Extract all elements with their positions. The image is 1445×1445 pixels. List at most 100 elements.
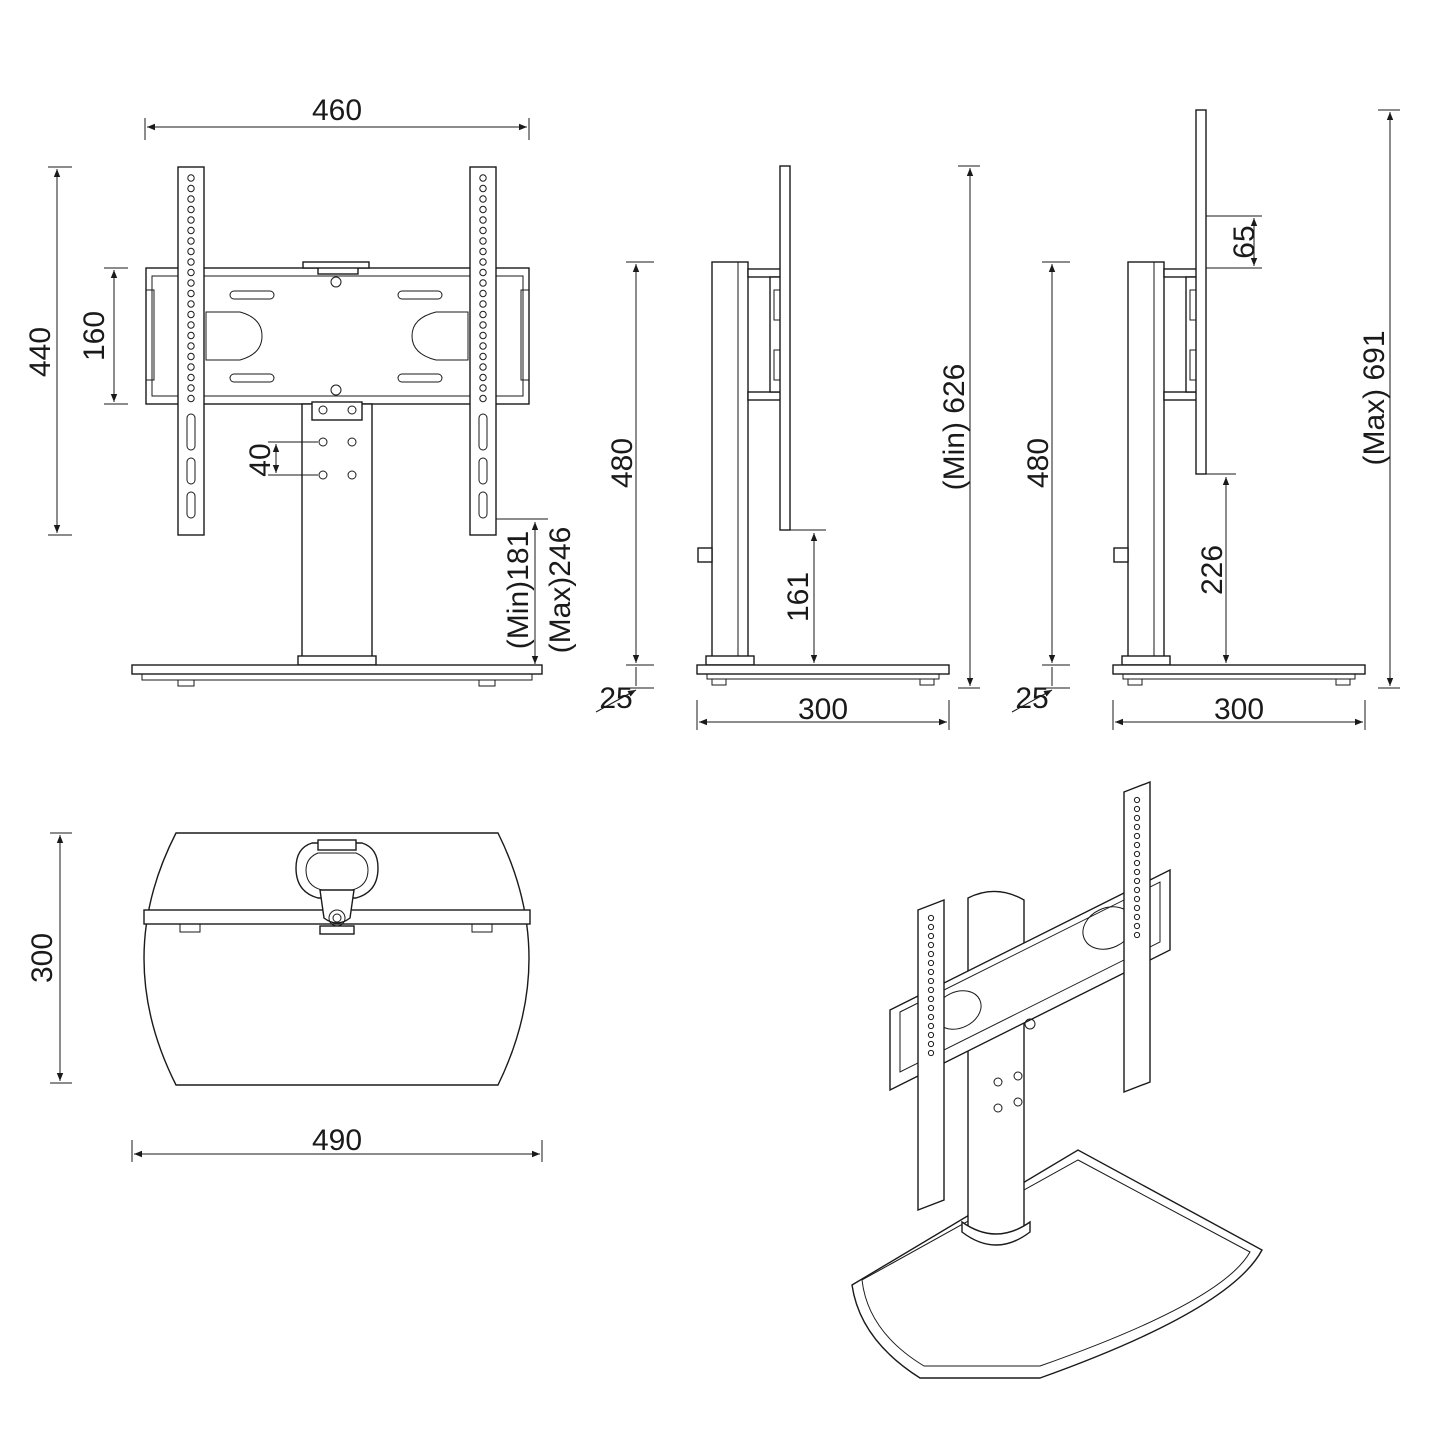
arm-hole — [479, 174, 487, 182]
arm-hole — [479, 216, 487, 224]
side-base — [696, 664, 950, 675]
arm-hole — [187, 184, 195, 193]
front-view: 460 440 160 — [24, 94, 577, 687]
arm-hole — [479, 384, 487, 392]
arm-hole — [927, 1040, 935, 1048]
arm-hole — [927, 1022, 935, 1030]
arm-hole — [927, 986, 935, 994]
arm-hole — [187, 363, 195, 371]
arm-hole — [479, 237, 487, 245]
dim-bracket-160: 160 — [78, 311, 111, 361]
side-pole-max — [1127, 261, 1165, 665]
top-view: 300 490 — [26, 832, 543, 1162]
dim-min-181: (Min)181 — [502, 531, 535, 649]
dim-total-min-626: (Min) 626 — [938, 364, 971, 491]
arm-hole — [187, 289, 195, 298]
dim-pole-480-max: 480 — [1022, 438, 1055, 488]
arm-hole — [1133, 868, 1141, 876]
tv-plate-min — [779, 165, 791, 531]
arm-hole — [1133, 796, 1141, 804]
arm-hole — [479, 342, 487, 350]
base-top-outline — [143, 832, 530, 1086]
side-view-max: 480 25 65 226 (Max — [1011, 109, 1400, 730]
arm-hole — [1133, 931, 1141, 939]
dim-base-25-max: 25 — [1015, 682, 1048, 715]
arm-hole — [927, 914, 935, 922]
arm-hole — [187, 321, 195, 329]
arm-hole — [479, 289, 487, 298]
arm-hole — [187, 352, 195, 361]
arm-hole — [187, 258, 195, 266]
dim-top-300: 300 — [26, 933, 59, 983]
arm-hole — [479, 373, 487, 382]
arm-hole — [927, 968, 935, 976]
dim-max-246: (Max)246 — [544, 527, 577, 654]
arm-hole — [927, 941, 935, 949]
right-vertical-arm — [469, 166, 497, 536]
arm-hole — [1133, 832, 1141, 840]
arm-hole — [479, 268, 487, 277]
side-base-max — [1112, 664, 1366, 675]
side-view-min: 480 25 161 (Min) 626 — [595, 165, 980, 730]
dim-height-440: 440 — [24, 327, 57, 377]
arm-hole — [187, 205, 195, 214]
arm-hole — [927, 932, 935, 940]
arm-hole — [479, 394, 487, 403]
arm-hole — [1133, 877, 1141, 885]
left-vertical-arm — [177, 166, 205, 536]
arm-hole — [1133, 904, 1141, 912]
arm-hole — [479, 195, 487, 203]
tv-plate-max — [1195, 109, 1207, 475]
arm-hole — [479, 352, 487, 361]
dim-total-max-691: (Max) 691 — [1358, 330, 1391, 465]
dim-offset-226: 226 — [1196, 545, 1229, 595]
arm-hole — [187, 394, 195, 403]
arm-hole — [927, 995, 935, 1003]
arm-hole — [1133, 850, 1141, 858]
arm-hole — [479, 205, 487, 214]
arm-hole — [479, 310, 487, 319]
arm-hole — [187, 268, 195, 277]
dim-base-25: 25 — [599, 682, 632, 715]
base-plate — [131, 664, 543, 675]
arm-hole — [1133, 805, 1141, 813]
dim-depth-300-max: 300 — [1214, 693, 1264, 726]
dim-depth-300-min: 300 — [798, 693, 848, 726]
arm-hole — [187, 373, 195, 382]
arm-hole — [479, 226, 487, 235]
pole — [301, 403, 373, 661]
arm-hole — [187, 216, 195, 224]
arm-hole — [187, 300, 195, 308]
dim-adjust-65: 65 — [1228, 225, 1261, 258]
arm-hole — [1133, 913, 1141, 921]
arm-hole — [927, 977, 935, 985]
arm-hole — [479, 258, 487, 266]
arm-hole — [1133, 886, 1141, 894]
arm-hole — [1133, 922, 1141, 930]
arm-hole — [479, 300, 487, 308]
arm-hole — [1133, 841, 1141, 849]
arm-hole — [479, 321, 487, 329]
arm-hole — [1133, 895, 1141, 903]
arm-hole — [1133, 814, 1141, 822]
dim-hole-40: 40 — [244, 443, 277, 476]
dim-pole-480: 480 — [606, 438, 639, 488]
arm-hole — [1133, 823, 1141, 831]
arm-hole — [479, 331, 487, 340]
arm-hole — [479, 279, 487, 287]
arm-hole — [927, 1004, 935, 1012]
arm-hole — [187, 247, 195, 256]
arm-hole — [927, 1013, 935, 1021]
arm-hole — [927, 950, 935, 958]
dim-offset-161: 161 — [782, 572, 815, 622]
side-pole — [711, 261, 749, 665]
dim-width-460: 460 — [312, 94, 362, 127]
arm-hole — [187, 279, 195, 287]
isometric-view — [851, 780, 1263, 1379]
dim-top-490: 490 — [312, 1124, 362, 1157]
arm-hole — [479, 363, 487, 371]
arm-hole — [187, 342, 195, 350]
arm-hole — [187, 331, 195, 340]
